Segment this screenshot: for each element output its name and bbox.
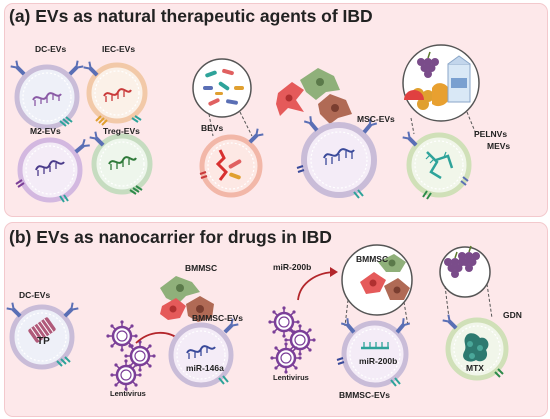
dc-evs-tp-vesicle [5,301,80,370]
label-iec-evs: IEC-EVs [102,44,136,54]
dc-evs-vesicle [9,59,85,130]
label-mir200b-top: miR-200b [273,262,312,272]
bevs-bacteria-cluster [192,58,253,137]
label-lentivirus-left: Lentivirus [110,389,146,398]
food-sources-circle [402,44,480,135]
grapes-circle [439,245,493,319]
bevs-vesicle [199,127,265,198]
treg-evs-vesicle [88,130,153,195]
pelnvs-mevs-vesicle [401,130,472,200]
panel-a-title: (a) EVs as natural therapeutic agents of… [9,6,373,26]
iec-evs-vesicle [82,60,148,126]
bmmsc-cells-left [160,276,214,322]
bmmsc-evs-mir200b-vesicle [336,317,411,388]
transduction-arrowhead-right [330,267,338,277]
label-msc-evs: MSC-EVs [357,114,395,124]
bmmsc-cells-circle [341,244,413,327]
msc-evs-vesicle [296,115,378,199]
label-mevs: MEVs [487,141,511,151]
label-lentivirus-right: Lentivirus [273,373,309,382]
lentivirus-right [267,305,317,375]
label-dc-evs-b: DC-EVs [19,290,51,300]
msc-cells [276,68,352,124]
label-mir200b: miR-200b [359,356,398,366]
panel-b-title: (b) EVs as nanocarrier for drugs in IBD [9,227,332,247]
label-tp: TP [37,336,50,347]
label-mtx: MTX [466,363,484,373]
label-pelnvs: PELNVs [474,129,508,139]
label-gdn: GDN [503,310,522,320]
label-treg-evs: Treg-EVs [103,126,140,136]
gdn-mtx-vesicle [441,313,509,381]
m2-evs-vesicle [15,137,91,203]
label-mir146a: miR-146a [186,363,224,373]
label-bmmsc-evs-left: BMMSC-EVs [192,313,244,323]
label-bmmsc-evs-right: BMMSC-EVs [339,390,391,400]
lentivirus-left [105,319,157,392]
label-bmmsc-left: BMMSC [185,263,218,273]
label-dc-evs-a: DC-EVs [35,44,67,54]
label-bevs: BEVs [201,123,224,133]
bmmsc-evs-mir146a-vesicle [168,317,240,388]
label-m2-evs: M2-EVs [30,126,61,136]
label-bmmsc-right: BMMSC [356,254,389,264]
